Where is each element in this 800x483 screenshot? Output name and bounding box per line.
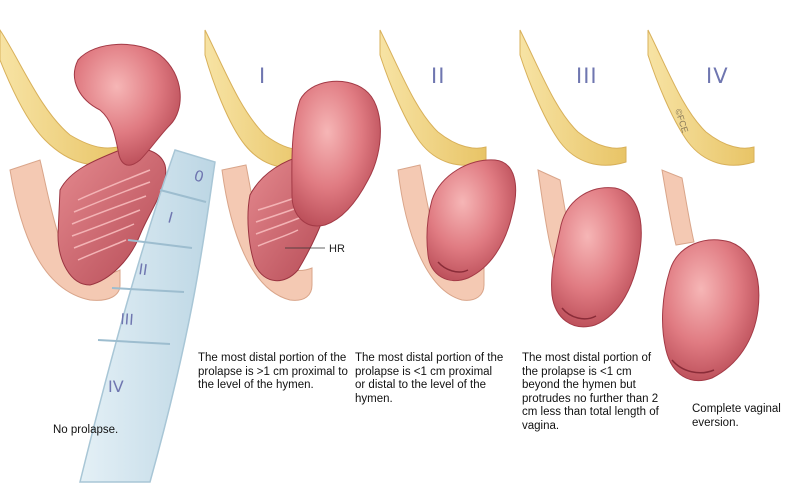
uterus bbox=[662, 239, 760, 382]
stage-label-3: III bbox=[576, 64, 598, 88]
caption-stage-2: The most distal portion of the prolapse … bbox=[355, 352, 504, 405]
ruler-mark-0: 0 bbox=[192, 166, 206, 186]
caption-stage-0: No prolapse. bbox=[53, 424, 119, 436]
cervix bbox=[437, 261, 469, 273]
ruler-mark-4: IV bbox=[108, 377, 124, 396]
ruler-mark-3: III bbox=[120, 310, 135, 329]
staging-ruler: 0 I II III IV bbox=[79, 149, 216, 483]
ruler-band bbox=[79, 149, 216, 483]
perineum-skin bbox=[9, 159, 121, 301]
vaginal-rugae bbox=[71, 169, 151, 261]
pelvic-fat-layer bbox=[379, 29, 487, 166]
pelvic-fat-layer bbox=[647, 29, 755, 166]
perineum-skin bbox=[661, 169, 695, 246]
cervix bbox=[671, 359, 715, 374]
panel-stage-0 bbox=[0, 29, 181, 301]
pelvic-fat-layer bbox=[519, 29, 627, 166]
stage-label-2: II bbox=[431, 64, 446, 88]
ruler-dividers bbox=[97, 189, 207, 345]
caption-stage-4: Complete vaginal eversion. bbox=[692, 403, 781, 429]
uterus bbox=[551, 187, 642, 328]
caption-stage-3: The most distal portion of the prolapse … bbox=[522, 352, 659, 432]
panel-stage-2 bbox=[379, 29, 517, 301]
cervix bbox=[561, 307, 597, 320]
ruler-mark-1: I bbox=[166, 208, 175, 227]
uterus bbox=[73, 43, 181, 166]
panel-stage-4: ©FCE bbox=[647, 29, 760, 382]
uterus bbox=[426, 159, 517, 282]
ruler-mark-2: II bbox=[137, 260, 148, 279]
caption-stage-1: The most distal portion of the prolapse … bbox=[198, 352, 348, 392]
stage-label-4: IV bbox=[706, 64, 729, 88]
hymen-label: HR bbox=[329, 243, 345, 255]
stage-label-1: I bbox=[259, 64, 267, 88]
panel-stage-3 bbox=[519, 29, 642, 328]
uterus bbox=[291, 80, 381, 227]
panel-stage-1: HR bbox=[204, 29, 381, 301]
vaginal-canal bbox=[57, 147, 167, 286]
